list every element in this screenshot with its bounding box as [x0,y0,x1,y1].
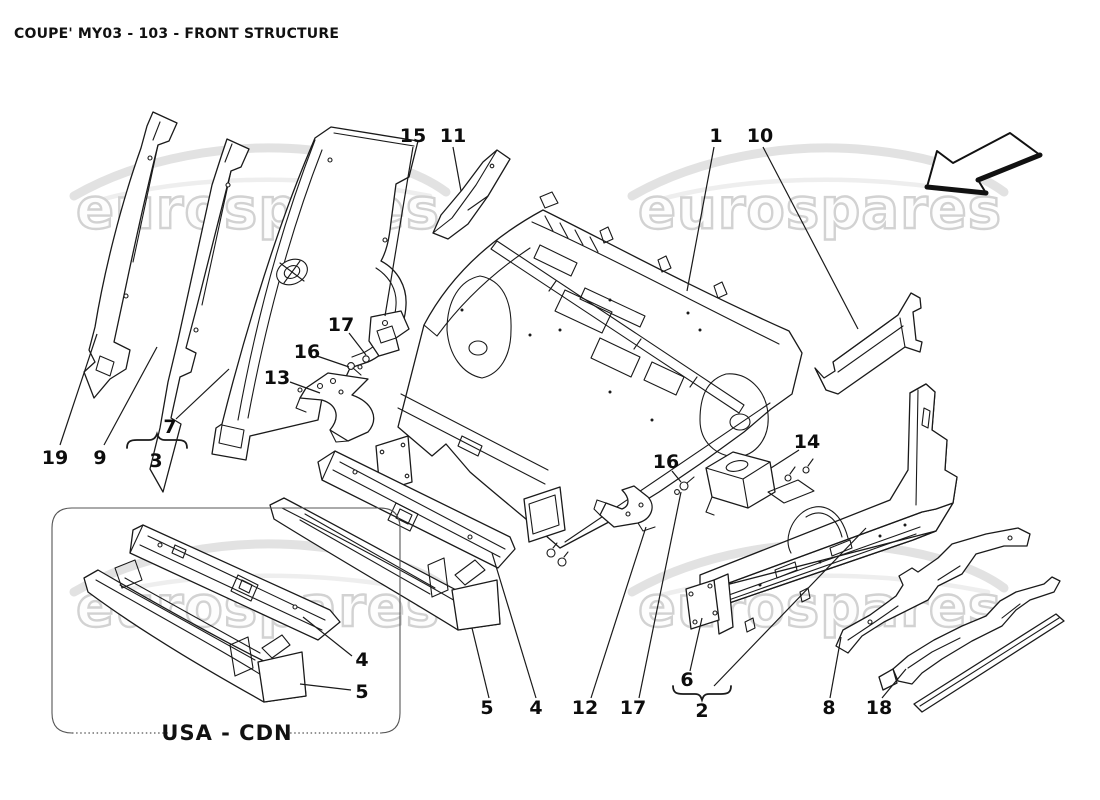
direction-arrow-icon [924,132,1043,196]
callout-18: 18 [866,697,892,719]
callout-5: 5 [480,697,493,719]
leader-line-6 [689,617,703,672]
leader-line-16 [316,355,350,368]
part-pillar-panel-9 [149,138,250,493]
callout-14: 14 [794,431,820,453]
part-main-structure-1 [375,191,803,567]
callout-8: 8 [822,697,835,719]
callout-4: 4 [529,697,542,719]
leader-line-5 [471,627,490,699]
leader-line-12 [590,526,647,699]
leader-line-9 [103,346,158,446]
part-screw-16-right [674,476,695,495]
leader-line-19 [59,333,98,446]
part-crossmember-4-center [317,450,516,569]
leader-line-10 [762,146,859,330]
leader-line-4 [491,552,537,699]
part-rail-10 [814,292,923,395]
callout-19: 19 [42,447,68,469]
leader-line-18 [881,668,907,699]
part-bracket-13 [295,372,375,443]
callout-13: 13 [264,367,290,389]
usa-cdn-region-box [51,507,401,734]
callout-9: 9 [93,447,106,469]
part-bracket-12 [593,485,656,532]
callout-6: 6 [680,669,693,691]
leader-line-1 [686,146,715,292]
callout-5: 5 [355,681,368,703]
leader-line-17 [638,491,682,699]
part-gusset-11 [432,149,511,240]
part-sill-rail-8 [835,527,1031,654]
callout-12: 12 [572,697,598,719]
part-bumper-bar-5-usa [83,559,307,703]
leader-line-17 [348,332,367,356]
leader-line-4 [302,616,353,657]
callout-17: 17 [620,697,646,719]
callout-17: 17 [328,314,354,336]
leader-line-5 [299,683,352,691]
leader-line-8 [829,636,842,699]
leader-line-2 [713,527,867,687]
callout-11: 11 [440,125,466,147]
callout-2: 2 [695,700,708,722]
part-end-plate-6 [685,573,734,635]
callout-16: 16 [294,341,320,363]
leader-line-7 [175,368,230,420]
part-bracket-18 [878,576,1065,713]
callout-15: 15 [400,125,426,147]
leader-line-11 [452,146,462,192]
callout-1: 1 [709,125,722,147]
part-bumper-bar-5-center [269,497,501,631]
callout-10: 10 [747,125,773,147]
callout-16: 16 [653,451,679,473]
part-bolt-17-left [357,355,370,370]
part-bracket-15 [368,310,410,357]
callout-7: 7 [163,416,176,438]
leader-line-14 [770,449,800,469]
part-box-bracket-14 [705,451,776,516]
part-pillar-panel-19 [83,111,178,399]
page-title: COUPE' MY03 - 103 - FRONT STRUCTURE [14,26,339,42]
callout-4: 4 [355,649,368,671]
part-crossmember-4-usa [129,524,341,641]
callout-3: 3 [149,450,162,472]
brace-over-3 [126,431,188,449]
brace-under-2 [672,685,732,703]
leader-line-13 [289,381,321,394]
leader-line-16 [671,470,682,483]
leader-line-15 [384,146,414,317]
region-box-label: USA - CDN [161,721,292,745]
